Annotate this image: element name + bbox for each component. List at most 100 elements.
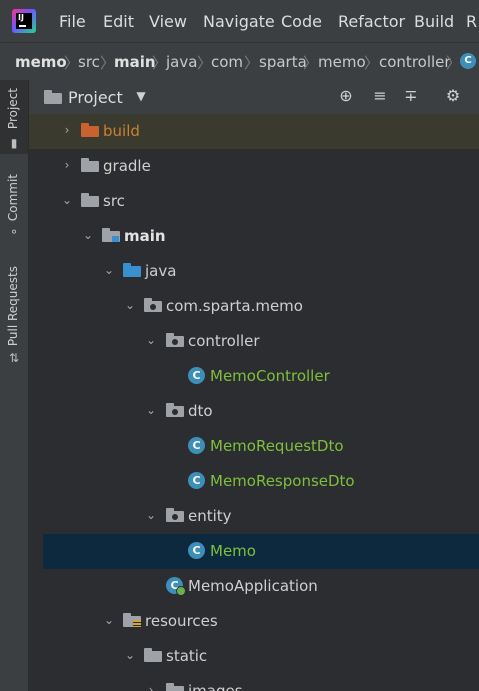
breadcrumb-separator: 〉 [303, 54, 319, 72]
tree-row-label: static [166, 647, 208, 665]
folder-blue-icon [123, 263, 141, 277]
chevron-down-icon[interactable]: ⌄ [145, 508, 157, 522]
breadcrumb-separator: 〉 [152, 54, 168, 72]
breadcrumb-item-main[interactable]: main [114, 53, 156, 71]
breadcrumb-item-com[interactable]: com [211, 53, 244, 71]
menu-bar: IJ File Edit View Navigate Code Refactor… [0, 0, 479, 42]
tree-row-label: controller [188, 332, 260, 350]
chevron-right-icon[interactable]: › [64, 158, 70, 172]
breadcrumb-item-src[interactable]: src [78, 53, 100, 71]
tree-row-package-dto[interactable]: ⌄ dto [29, 394, 479, 429]
tree-row-java[interactable]: ⌄ java [29, 254, 479, 289]
tree-row-label: MemoResponseDto [210, 472, 355, 490]
tree-row-label: MemoController [210, 367, 330, 385]
menu-view[interactable]: View [149, 12, 187, 31]
tool-window-tab-label: Pull Requests [6, 266, 20, 347]
chevron-right-icon[interactable]: › [64, 123, 70, 137]
project-folder-icon [44, 90, 62, 104]
project-panel-header: Project ▼ ⊕ ≡ ∓ ⚙ [29, 80, 479, 114]
tree-row-label: java [145, 262, 177, 280]
tool-window-tab-pull-requests[interactable]: Pull Requests ⇅ [0, 264, 28, 372]
breadcrumb-separator: 〉 [364, 54, 380, 72]
breadcrumb-item-sparta[interactable]: sparta [259, 53, 307, 71]
chevron-down-icon[interactable]: ▼ [136, 89, 146, 103]
gear-icon[interactable]: ⚙ [445, 86, 461, 105]
tree-row-label: entity [188, 507, 232, 525]
tool-window-tab-label: Project [6, 88, 20, 130]
folder-icon [144, 648, 162, 662]
menu-build[interactable]: Build [414, 12, 455, 31]
tree-row-label: Memo [210, 542, 256, 560]
breadcrumb-item-controller[interactable]: controller [379, 53, 451, 71]
spring-app-class-icon: C [166, 577, 186, 596]
pull-request-icon: ⇅ [8, 351, 20, 365]
breadcrumb: memo 〉 src 〉 main 〉 java 〉 com 〉 sparta … [0, 42, 479, 81]
tree-row-label: dto [188, 402, 213, 420]
commit-icon: ⚬ [8, 225, 20, 239]
class-icon: C [188, 367, 205, 384]
breadcrumb-separator: 〉 [197, 54, 213, 72]
package-icon [166, 508, 184, 522]
chevron-down-icon[interactable]: ⌄ [124, 298, 136, 312]
menu-edit[interactable]: Edit [103, 12, 134, 31]
tool-window-tab-commit[interactable]: Commit ⚬ [0, 168, 28, 243]
folder-icon [166, 683, 184, 691]
tree-row-images[interactable]: › images [29, 674, 479, 691]
expand-all-icon[interactable]: ≡ [373, 86, 387, 105]
folder-icon: ▮ [10, 136, 18, 150]
tree-row-package-com-sparta-memo[interactable]: ⌄ com.sparta.memo [29, 289, 479, 324]
tree-row-memo-request-dto[interactable]: C MemoRequestDto [29, 429, 479, 464]
tree-row-label: MemoApplication [188, 577, 318, 595]
menu-refactor[interactable]: Refactor [338, 12, 406, 31]
folder-icon [81, 193, 99, 207]
class-icon: C [188, 472, 205, 489]
chevron-down-icon[interactable]: ⌄ [145, 333, 157, 347]
tree-row-package-entity[interactable]: ⌄ entity [29, 499, 479, 534]
tree-row-label: src [103, 192, 125, 210]
chevron-down-icon[interactable]: ⌄ [103, 613, 115, 627]
chevron-down-icon[interactable]: ⌄ [124, 648, 136, 662]
breadcrumb-item-memo[interactable]: memo [15, 53, 67, 71]
tree-row-gradle[interactable]: › gradle [29, 149, 479, 184]
chevron-down-icon[interactable]: ⌄ [82, 228, 94, 242]
menu-file[interactable]: File [59, 12, 86, 31]
chevron-down-icon[interactable]: ⌄ [61, 193, 73, 207]
breadcrumb-separator: 〉 [244, 54, 260, 72]
breadcrumb-separator: 〉 [446, 54, 462, 72]
tool-window-tab-label: Commit [6, 174, 20, 222]
tree-row-package-controller[interactable]: ⌄ controller [29, 324, 479, 359]
collapse-all-icon[interactable]: ∓ [404, 86, 418, 105]
tree-row-label: images [188, 682, 243, 691]
menu-navigate[interactable]: Navigate [203, 12, 275, 31]
menu-code[interactable]: Code [281, 12, 322, 31]
class-icon[interactable]: C [460, 53, 476, 69]
tree-row-label: resources [145, 612, 218, 630]
breadcrumb-item-memo-package[interactable]: memo [318, 53, 366, 71]
tool-window-tab-project[interactable]: Project ▮ [0, 80, 28, 154]
chevron-down-icon[interactable]: ⌄ [145, 403, 157, 417]
chevron-down-icon[interactable]: ⌄ [103, 263, 115, 277]
breadcrumb-item-java[interactable]: java [166, 53, 198, 71]
tree-row-resources[interactable]: ⌄ resources [29, 604, 479, 639]
package-icon [166, 403, 184, 417]
package-icon [166, 333, 184, 347]
tree-row-src[interactable]: ⌄ src [29, 184, 479, 219]
locate-icon[interactable]: ⊕ [339, 86, 353, 105]
tree-row-label: main [124, 227, 166, 245]
panel-title[interactable]: Project [68, 88, 123, 107]
tree-row-memo-controller[interactable]: C MemoController [29, 359, 479, 394]
tree-row-main[interactable]: ⌄ main [29, 219, 479, 254]
tree-row-memo[interactable]: C Memo [43, 534, 479, 569]
folder-icon [81, 158, 99, 172]
chevron-right-icon[interactable]: › [148, 683, 154, 691]
tree-row-label: MemoRequestDto [210, 437, 344, 455]
breadcrumb-separator: 〉 [64, 54, 80, 72]
tree-row-static[interactable]: ⌄ static [29, 639, 479, 674]
tree-row-build[interactable]: › build [29, 114, 479, 149]
source-root-folder-icon [102, 228, 120, 242]
tree-row-memo-response-dto[interactable]: C MemoResponseDto [29, 464, 479, 499]
tree-row-memo-application[interactable]: C MemoApplication [29, 569, 479, 604]
menu-run-truncated[interactable]: R [466, 12, 478, 31]
intellij-logo-icon[interactable]: IJ [12, 9, 36, 33]
tool-window-strip: Project ▮ Commit ⚬ Pull Requests ⇅ [0, 80, 29, 691]
